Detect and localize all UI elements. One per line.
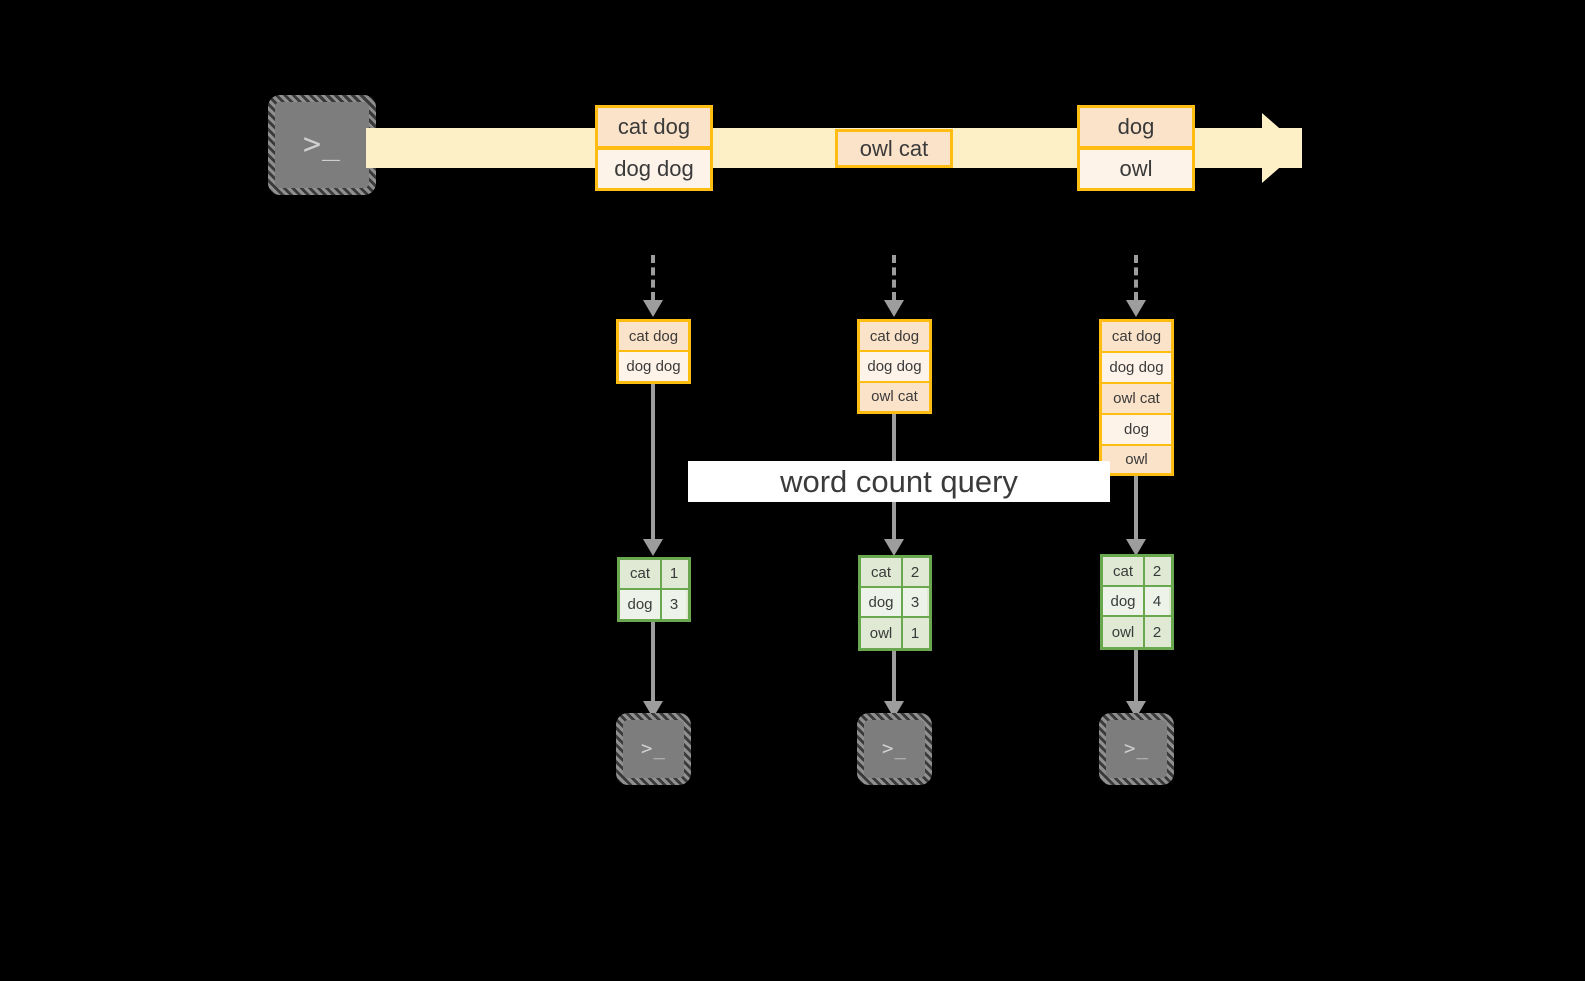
trigger-1-result-table: cat 1 dog 3 bbox=[617, 557, 691, 622]
accumulated-line: owl cat bbox=[860, 382, 929, 411]
trigger-3-output-connector bbox=[1126, 650, 1146, 718]
trigger-3-query-connector bbox=[1126, 476, 1146, 556]
result-count: 3 bbox=[903, 588, 927, 617]
stream-batch-text: dog dog bbox=[614, 156, 694, 181]
stream-batch-1-line-2: dog dog bbox=[595, 147, 713, 191]
accumulated-line: dog dog bbox=[1102, 353, 1171, 384]
result-word: dog bbox=[1103, 587, 1145, 616]
result-count: 2 bbox=[903, 558, 927, 587]
word-count-query-banner: word count query bbox=[688, 461, 1110, 502]
result-word: dog bbox=[861, 588, 903, 617]
source-terminal-glyph: >_ bbox=[302, 127, 342, 162]
accumulated-line: owl cat bbox=[1102, 384, 1171, 415]
result-count: 2 bbox=[1145, 557, 1169, 586]
result-count: 1 bbox=[903, 618, 927, 648]
trigger-3-sink-terminal-icon: >_ bbox=[1099, 713, 1174, 785]
accumulated-line: dog bbox=[1102, 415, 1171, 446]
accumulated-line-text: cat dog bbox=[1111, 328, 1162, 345]
accumulated-line-text: owl cat bbox=[871, 388, 918, 406]
stream-batch-text: cat dog bbox=[617, 114, 691, 139]
accumulated-line-text: dog bbox=[1123, 421, 1150, 438]
result-word: owl bbox=[1103, 617, 1145, 647]
accumulated-line: cat dog bbox=[860, 322, 929, 353]
stream-batch-text: owl bbox=[1119, 156, 1153, 181]
trigger-1-output-connector bbox=[643, 622, 663, 718]
sink-terminal-glyph: >_ bbox=[641, 737, 666, 760]
accumulated-line: cat dog bbox=[1102, 322, 1171, 353]
table-row: dog 4 bbox=[1103, 587, 1171, 618]
table-row: owl 1 bbox=[861, 618, 929, 648]
trigger-2-accumulated-stack: cat dog dog dog owl cat bbox=[857, 319, 932, 414]
sink-terminal-glyph: >_ bbox=[1124, 737, 1149, 760]
table-row: cat 1 bbox=[620, 560, 688, 590]
stream-batch-2-line-1: owl cat bbox=[835, 129, 953, 168]
table-row: owl 2 bbox=[1103, 617, 1171, 647]
word-count-query-label: word count query bbox=[780, 463, 1018, 499]
accumulated-line: owl bbox=[1102, 446, 1171, 473]
result-count: 1 bbox=[662, 560, 686, 588]
accumulated-line: dog dog bbox=[619, 352, 688, 381]
stream-batch-1-line-1: cat dog bbox=[595, 105, 713, 149]
trigger-3-accumulated-stack: cat dog dog dog owl cat dog owl bbox=[1099, 319, 1174, 476]
stream-batch-text: dog bbox=[1117, 114, 1155, 139]
result-count: 3 bbox=[662, 589, 686, 619]
result-word: cat bbox=[861, 558, 903, 587]
result-count: 2 bbox=[1145, 617, 1169, 647]
accumulated-line-text: owl bbox=[1125, 451, 1148, 468]
stream-batch-text: owl cat bbox=[859, 135, 929, 161]
accumulated-line: dog dog bbox=[860, 352, 929, 383]
source-terminal-icon: >_ bbox=[268, 95, 376, 195]
trigger-2-result-table: cat 2 dog 3 owl 1 bbox=[858, 555, 932, 651]
result-word: owl bbox=[861, 618, 903, 648]
table-row: cat 2 bbox=[1103, 557, 1171, 588]
accumulated-line-text: dog dog bbox=[626, 358, 681, 375]
trigger-1-sink-terminal-icon: >_ bbox=[616, 713, 691, 785]
accumulated-line-text: cat dog bbox=[628, 327, 679, 345]
accumulated-line-text: dog dog bbox=[867, 357, 922, 375]
table-row: dog 3 bbox=[620, 589, 688, 619]
trigger-1-query-connector bbox=[643, 384, 663, 556]
result-word: cat bbox=[1103, 557, 1145, 586]
trigger-2-input-connector bbox=[884, 255, 904, 320]
result-word: cat bbox=[620, 560, 662, 588]
sink-terminal-glyph: >_ bbox=[882, 737, 907, 760]
stream-batch-3-line-2: owl bbox=[1077, 147, 1195, 191]
result-word: dog bbox=[620, 589, 662, 619]
input-stream-arrow-head bbox=[1262, 113, 1302, 183]
trigger-3-result-table: cat 2 dog 4 owl 2 bbox=[1100, 554, 1174, 650]
accumulated-line-text: cat dog bbox=[869, 327, 920, 345]
stream-batch-3-line-1: dog bbox=[1077, 105, 1195, 149]
accumulated-line-text: dog dog bbox=[1109, 359, 1164, 376]
result-count: 4 bbox=[1145, 587, 1169, 616]
table-row: dog 3 bbox=[861, 588, 929, 619]
accumulated-line: cat dog bbox=[619, 322, 688, 353]
trigger-3-input-connector bbox=[1126, 255, 1146, 320]
accumulated-line-text: owl cat bbox=[1113, 390, 1160, 407]
trigger-1-input-connector bbox=[643, 255, 663, 320]
table-row: cat 2 bbox=[861, 558, 929, 589]
trigger-2-sink-terminal-icon: >_ bbox=[857, 713, 932, 785]
trigger-2-output-connector bbox=[884, 651, 904, 718]
trigger-1-accumulated-stack: cat dog dog dog bbox=[616, 319, 691, 384]
